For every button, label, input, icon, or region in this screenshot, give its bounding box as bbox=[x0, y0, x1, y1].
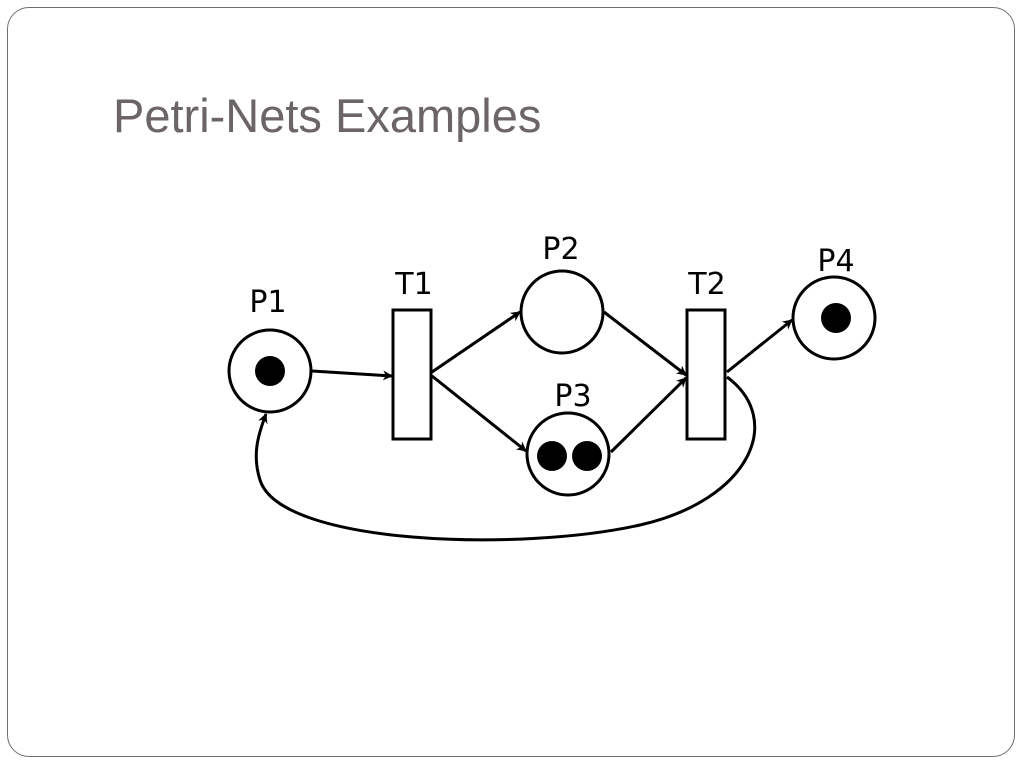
arc-p2-t2 bbox=[603, 310, 687, 377]
slide-frame bbox=[7, 7, 1015, 757]
token-p3-2 bbox=[572, 441, 602, 471]
arc-p3-t2 bbox=[609, 376, 688, 454]
arc-t1-p2 bbox=[431, 310, 521, 374]
arc-t2-p1 bbox=[254, 375, 756, 542]
label-p4: P4 bbox=[817, 244, 854, 279]
transition-t2 bbox=[685, 308, 727, 441]
transition-t1 bbox=[391, 308, 433, 441]
transitions bbox=[391, 308, 727, 441]
token-p4 bbox=[821, 303, 851, 333]
arc-t2-p4 bbox=[726, 318, 793, 374]
places bbox=[227, 269, 877, 497]
token-p1 bbox=[255, 356, 285, 386]
label-p2: P2 bbox=[542, 232, 579, 267]
arc-p1-t1 bbox=[311, 369, 393, 381]
slide-title: Petri-Nets Examples bbox=[113, 89, 542, 142]
label-t2: T2 bbox=[687, 267, 725, 302]
arc-t1-p3 bbox=[431, 374, 527, 453]
label-p1: P1 bbox=[249, 285, 286, 320]
place-p3 bbox=[525, 411, 611, 497]
label-p3: P3 bbox=[554, 379, 591, 414]
place-p2 bbox=[519, 269, 605, 355]
arcs bbox=[254, 310, 793, 542]
token-p3-1 bbox=[537, 441, 567, 471]
label-t1: T1 bbox=[394, 267, 432, 302]
labels: P1 P2 P3 P4 T1 T2 bbox=[249, 232, 854, 414]
